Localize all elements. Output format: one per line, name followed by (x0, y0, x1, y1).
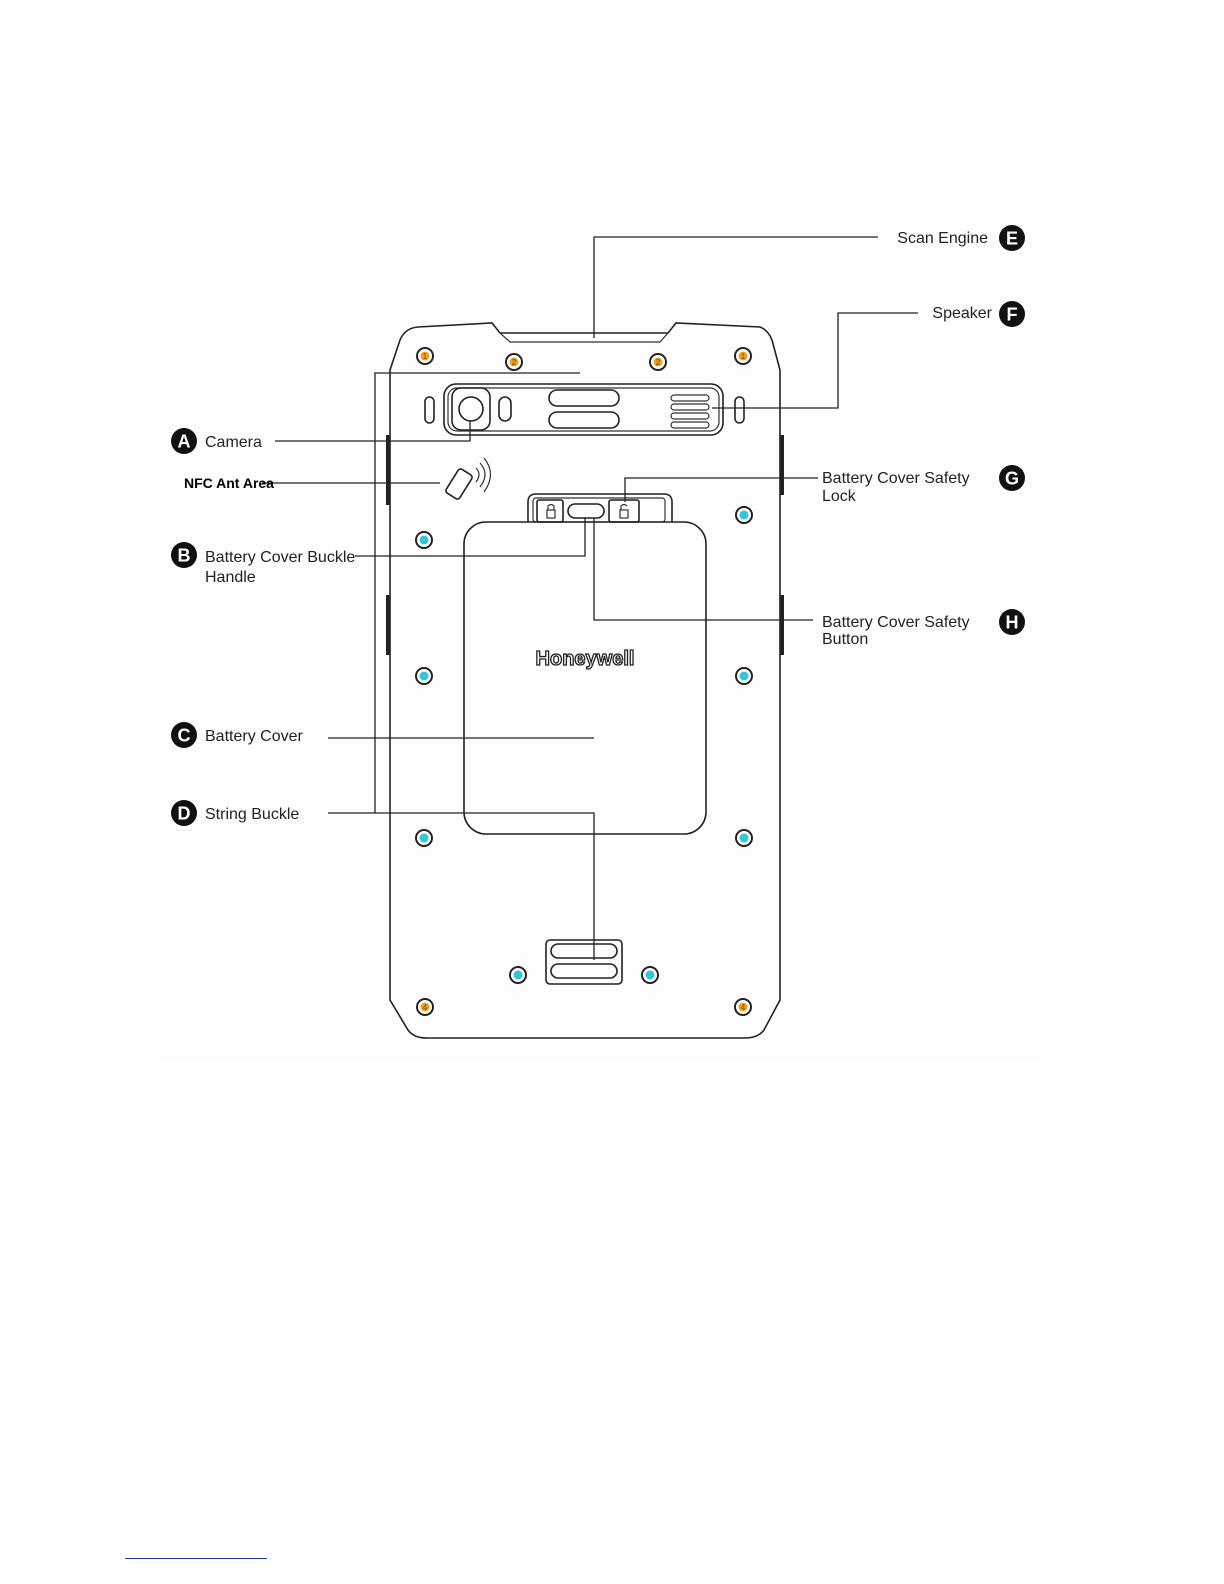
buckle-slot-upper (551, 944, 617, 958)
callout-c: C Battery Cover (171, 722, 303, 748)
svg-text:A: A (178, 432, 191, 452)
cyan-screw-3 (416, 668, 432, 684)
side-button-left-1 (386, 435, 390, 505)
label-string-buckle: String Buckle (205, 806, 299, 823)
label-buckle-handle-2: Handle (205, 569, 256, 586)
screw-number: 1 (741, 352, 746, 361)
screws-cyan (416, 507, 752, 983)
svg-text:D: D (178, 804, 191, 824)
callout-h: Battery Cover Safety Button H (822, 609, 1025, 648)
screw-number: 4 (741, 1003, 746, 1012)
orange-screw-5: 4 (417, 999, 433, 1015)
label-safety-lock-1: Battery Cover Safety (822, 470, 970, 487)
speaker-grille-1 (671, 395, 709, 401)
leader-scan-engine (594, 237, 878, 338)
footer-rule (125, 1558, 267, 1559)
cyan-screw-4 (736, 668, 752, 684)
orange-screw-4: 1 (735, 348, 751, 364)
battery-cover (464, 522, 706, 834)
svg-text:C: C (178, 726, 191, 746)
cyan-screw-5 (416, 830, 432, 846)
svg-text:B: B (178, 546, 191, 566)
label-scan-engine: Scan Engine (897, 230, 988, 247)
camera-lens-frame (452, 388, 490, 430)
side-button-right-2 (780, 595, 784, 655)
label-battery-cover: Battery Cover (205, 728, 303, 745)
mic-slot-right (735, 397, 744, 423)
scan-slot-upper (549, 390, 619, 406)
scan-slot-lower (549, 412, 619, 428)
cyan-screw-2 (736, 507, 752, 523)
latch-handle (568, 504, 604, 518)
orange-screw-2: 2 (506, 354, 522, 370)
orange-screw-6: 4 (735, 999, 751, 1015)
label-nfc: NFC Ant Area (184, 475, 274, 491)
screw-number: 2 (512, 358, 517, 367)
speaker-grille-4 (671, 422, 709, 428)
scan-window (500, 333, 668, 342)
camera-lens (459, 397, 483, 421)
callout-a: A Camera (171, 428, 262, 454)
callout-d: D String Buckle (171, 800, 299, 826)
cyan-screw-1 (416, 532, 432, 548)
speaker-grille-3 (671, 413, 709, 419)
label-safety-button-2: Button (822, 631, 868, 648)
flash-slot (499, 397, 511, 421)
battery-cover-latch (528, 494, 672, 522)
unlock-icon (620, 510, 628, 518)
orange-screw-3: 2 (650, 354, 666, 370)
speaker-grille-2 (671, 404, 709, 410)
brand-logo: Honeywell (536, 648, 635, 670)
callout-f: Speaker F (932, 301, 1025, 327)
callout-e: Scan Engine E (897, 225, 1025, 251)
callout-g: Battery Cover Safety Lock G (822, 465, 1025, 505)
label-speaker: Speaker (932, 305, 992, 322)
nfc-icon (445, 458, 491, 500)
buckle-slot-lower (551, 964, 617, 978)
screw-number: 1 (423, 352, 428, 361)
side-button-right-1 (780, 435, 784, 495)
label-safety-lock-2: Lock (822, 488, 857, 505)
lock-icon (547, 510, 555, 518)
label-safety-button-1: Battery Cover Safety (822, 614, 970, 631)
svg-text:G: G (1005, 469, 1019, 489)
label-camera: Camera (205, 434, 262, 451)
callout-b: B Battery Cover Buckle Handle (171, 542, 355, 586)
label-buckle-handle-1: Battery Cover Buckle (205, 549, 355, 566)
screw-number: 2 (656, 358, 661, 367)
orange-screw-1: 1 (417, 348, 433, 364)
mic-slot-left (425, 397, 434, 423)
cyan-screw-7 (510, 967, 526, 983)
screw-number: 4 (423, 1003, 428, 1012)
svg-text:F: F (1007, 305, 1018, 325)
leader-string-buckle (328, 813, 594, 960)
bracket-string (375, 373, 580, 813)
svg-text:H: H (1006, 613, 1019, 633)
cyan-screw-8 (642, 967, 658, 983)
cyan-screw-6 (736, 830, 752, 846)
side-button-left-2 (386, 595, 390, 655)
svg-text:E: E (1006, 229, 1018, 249)
latch-lock-left (537, 500, 563, 522)
latch-lock-right (609, 500, 639, 522)
leader-camera (275, 420, 470, 441)
screws-orange: 1 2 2 1 4 4 (417, 348, 751, 1015)
